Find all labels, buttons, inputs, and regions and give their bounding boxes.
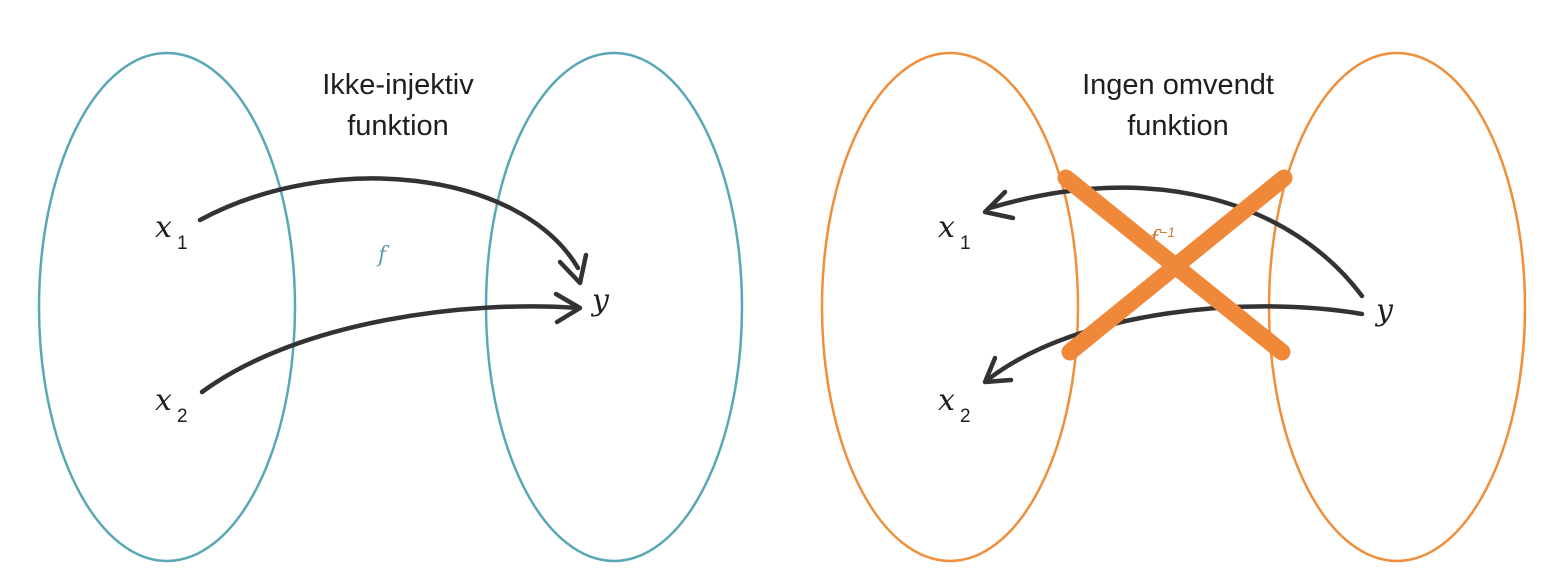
left-title-line2: funktion (347, 110, 449, 142)
right-title-line2: funktion (1127, 110, 1229, 142)
right-x1-subscript: 1 (960, 233, 971, 254)
right-title-line1: Ingen omvendt (1082, 69, 1274, 101)
right-arrowhead-x2 (982, 355, 1014, 385)
left-y-var: y (590, 283, 610, 318)
right-x1-var: x (938, 210, 955, 245)
right-arrowhead-x1 (982, 189, 1016, 221)
left-domain-set (37, 51, 297, 563)
cross-stroke-b (1061, 169, 1293, 361)
left-arrowhead-x1 (557, 252, 589, 286)
right-arrow-y-to-x1 (987, 185, 1365, 299)
left-panel: Ikke-injektiv funktion f x 1 x 2 y (37, 51, 744, 563)
right-panel: Ingen omvendt funktion f−1 x 1 x 2 y (820, 51, 1527, 563)
left-x2-var: x (155, 383, 172, 418)
left-arrow-x2-to-y (199, 304, 581, 395)
right-domain-set (820, 51, 1080, 563)
right-arrow-y-to-x2 (987, 304, 1365, 381)
left-x1-subscript: 1 (177, 233, 188, 254)
left-arrowhead-x2 (553, 291, 583, 325)
right-x2-var: x (938, 383, 955, 418)
left-x1-var: x (155, 210, 172, 245)
left-x2-subscript: 2 (177, 406, 188, 427)
right-x2-subscript: 2 (960, 406, 971, 427)
left-title-line1: Ikke-injektiv (322, 69, 474, 101)
right-map-label-sup: −1 (1159, 224, 1175, 240)
right-y-var: y (1374, 293, 1394, 328)
left-arrow-x1-to-y (197, 176, 581, 271)
left-map-label-f: f (376, 243, 390, 268)
